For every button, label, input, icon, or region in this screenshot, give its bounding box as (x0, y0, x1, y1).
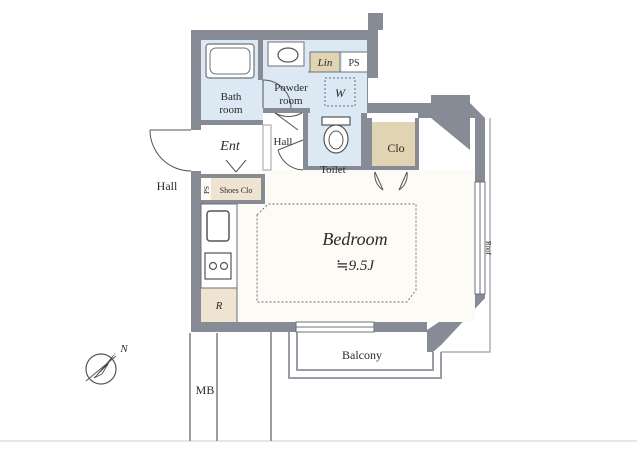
entrance-opening (191, 130, 201, 171)
bedroom-ceiling-line (256, 203, 417, 303)
washbasin-icon (277, 47, 299, 63)
right-wall-upper (431, 118, 470, 150)
r-floor (201, 288, 237, 322)
r-label: R (215, 300, 223, 312)
ps-top-floor (342, 52, 367, 72)
interior-walls (201, 40, 419, 204)
lin-floor (310, 52, 340, 72)
toilet-tank-icon (321, 116, 351, 126)
bath-room-label-2: room (219, 104, 243, 116)
balcony-label: Balcony (342, 348, 382, 362)
toilet-label: Toilet (320, 164, 346, 176)
powder-room-label: Powder (274, 82, 308, 94)
bath-room-label: Bath (221, 91, 242, 103)
shoes-clo-label: Shoes Clo (220, 186, 253, 195)
mb-label: MB (196, 383, 215, 397)
compass-n-label: N (119, 343, 128, 355)
burner-icon (219, 261, 229, 271)
burner-icon (208, 261, 218, 271)
inner-hall-label: Hall (274, 136, 293, 148)
clo-floor (367, 122, 419, 170)
mb-outline (189, 333, 218, 441)
ent-label: Ent (219, 139, 241, 154)
toilet-bowl-icon (323, 124, 349, 154)
bathtub-icon (205, 43, 255, 79)
kitchen-sink-icon (206, 210, 230, 242)
bathtub-inner (209, 47, 251, 75)
compass-icon: N (85, 343, 128, 385)
ps-top-label: PS (348, 58, 359, 69)
roof-outline (441, 118, 491, 353)
toilet-seat-icon (328, 130, 344, 150)
w-label: W (335, 86, 346, 100)
lin-label: Lin (317, 57, 333, 69)
door-swings (149, 79, 408, 191)
ps-side-label: PS (203, 186, 211, 194)
clo-label: Clo (387, 141, 404, 155)
shoes-clo-floor (211, 178, 261, 200)
bedroom-area-label: ≒9.5J (336, 258, 375, 274)
bedroom-label: Bedroom (322, 229, 387, 249)
roof-label: Roof (484, 241, 492, 256)
balcony-outline (270, 332, 442, 441)
powder-room-label-2: room (279, 95, 303, 107)
outer-hall-label: Hall (157, 179, 178, 193)
